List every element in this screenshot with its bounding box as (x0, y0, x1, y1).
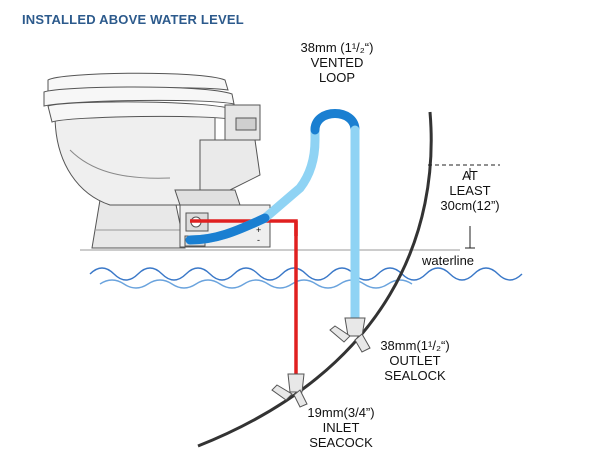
waterline-label: waterline (422, 253, 475, 268)
outlet-word: OUTLET (389, 353, 441, 368)
hull (197, 111, 433, 448)
vented-loop-size: 38mm (1¹/₂“) (300, 40, 374, 55)
inlet-label: 19mm(3/4”) INLET SEACOCK (288, 405, 394, 450)
toilet-base (91, 199, 186, 249)
toilet (43, 72, 261, 249)
outlet-type: SEALOCK (384, 368, 446, 383)
height-dimension (428, 164, 500, 249)
wave-row-2 (99, 279, 413, 289)
vented-loop-label: 38mm (1¹/₂“) VENTED LOOP (282, 40, 392, 85)
inlet-seacock (271, 373, 308, 408)
height-value: 30cm(12”) (440, 198, 500, 213)
vented-loop-type: LOOP (318, 70, 356, 85)
outlet-size: 38mm(1¹/₂“) (380, 338, 450, 353)
vented-loop-word: VENTED (310, 55, 364, 70)
outlet-hose (185, 109, 360, 327)
inlet-word: INLET (322, 420, 360, 435)
inlet-type: SEACOCK (309, 435, 373, 450)
water-waves (89, 267, 523, 289)
vented-loop (310, 109, 360, 135)
outlet-label: 38mm(1¹/₂“) OUTLET SEALOCK (360, 338, 470, 383)
inlet-size: 19mm(3/4”) (307, 405, 375, 420)
outlet-sealock (329, 317, 371, 353)
pump-minus-label: - (257, 235, 260, 245)
height-label: AT LEAST 30cm(12”) (427, 168, 513, 213)
height-least: LEAST (449, 183, 491, 198)
diagram-title: INSTALLED ABOVE WATER LEVEL (22, 12, 244, 27)
toilet-discharge-pipe (199, 139, 261, 191)
wave-row-1 (89, 267, 523, 281)
pump-plus-label: + (256, 225, 262, 235)
height-at: AT (462, 168, 478, 183)
